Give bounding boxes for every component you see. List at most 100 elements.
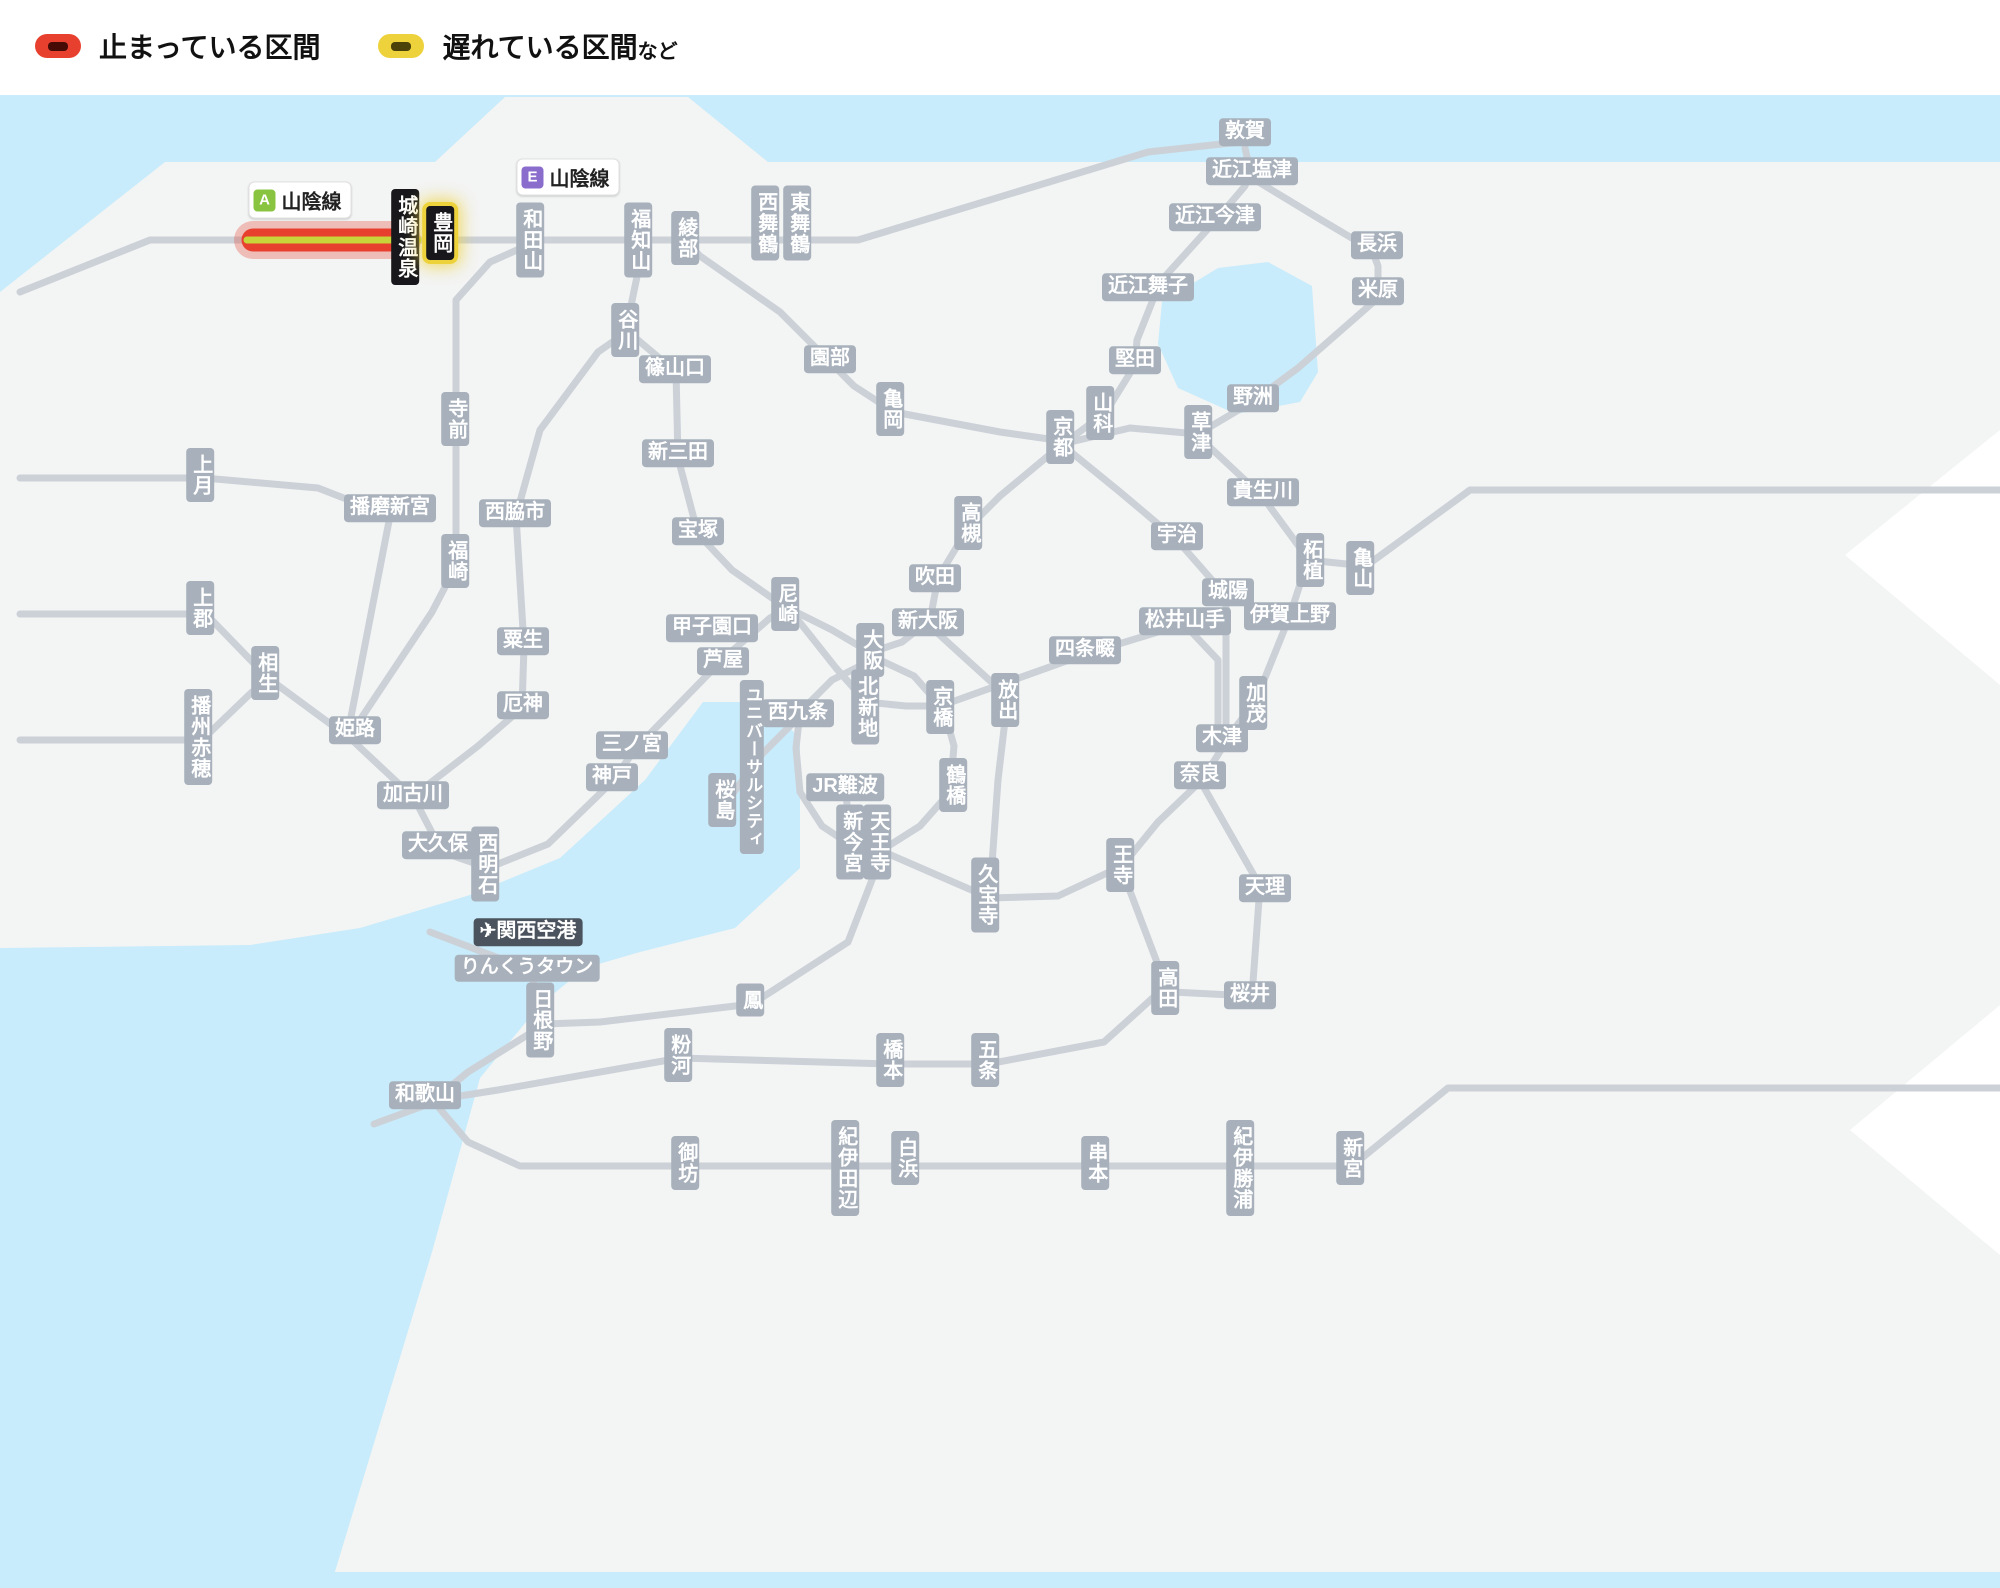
station-label: 放出: [991, 673, 1019, 727]
mainland: [0, 97, 2000, 1588]
station-label: 米原: [1352, 277, 1404, 305]
station-label: 姫路: [329, 716, 381, 744]
station-label: 北新地: [851, 669, 879, 745]
station-label: 粟生: [497, 627, 549, 655]
station-label: 播磨新宮: [344, 494, 436, 522]
coast-west: [0, 162, 165, 292]
rail-sagano: [686, 242, 1060, 444]
legend: 止まっている区間 遅れている区間 など: [35, 26, 678, 66]
station-label: 播州赤穂: [184, 689, 212, 785]
stopped-section-icon: [35, 34, 81, 58]
station-label: 篠山口: [639, 355, 711, 383]
delayed-section-label: 遅れている区間: [442, 32, 638, 63]
station-label: 三ノ宮: [596, 731, 668, 759]
station-label: 城陽: [1202, 578, 1254, 606]
station-label: 高槻: [954, 496, 982, 550]
station-label: 久宝寺: [971, 857, 999, 933]
station-label: 松井山手: [1139, 607, 1231, 635]
station-label: ユニバーサルシティ: [739, 680, 765, 854]
station-label: 和田山: [516, 202, 544, 278]
station-label: 白浜: [891, 1131, 919, 1185]
osaka-bay: [0, 702, 800, 1588]
station-label: 高田: [1151, 961, 1179, 1015]
station-label: 四条畷: [1049, 636, 1121, 664]
station-label: 貴生川: [1227, 478, 1299, 506]
station-label: JR難波: [806, 773, 884, 801]
station-label: 城崎温泉: [391, 189, 419, 285]
station-label: 粉河: [664, 1028, 692, 1082]
station-label: 相生: [251, 646, 279, 700]
station-label: 鳳: [736, 983, 764, 1017]
station-label: 日根野: [526, 982, 554, 1058]
station-label: 天理: [1239, 874, 1291, 902]
station-label: 草津: [1184, 405, 1212, 459]
sea-north: [0, 95, 2000, 162]
station-label: 長浜: [1351, 231, 1403, 259]
station-label: 東舞鶴: [783, 185, 811, 261]
station-label: 新大阪: [892, 608, 964, 636]
station-label: 綾部: [671, 211, 699, 265]
station-label: 王寺: [1106, 838, 1134, 892]
station-label: 神戸: [586, 763, 638, 791]
station-label: 上郡: [186, 581, 214, 635]
station-label: 敦賀: [1219, 118, 1271, 146]
rail-sakurai-line: [1168, 780, 1264, 1000]
station-label: 橋本: [876, 1033, 904, 1087]
station-label: 西脇市: [479, 499, 551, 527]
water-areas: [0, 95, 2000, 1588]
station-label: 紀伊勝浦: [1226, 1120, 1254, 1216]
station-label: 吹田: [909, 564, 961, 592]
station-label: 亀岡: [876, 382, 904, 436]
station-label: 厄神: [497, 691, 549, 719]
delayed-section-icon-slot: [391, 41, 412, 51]
station-label: 西舞鶴: [751, 185, 779, 261]
station-label: 近江塩津: [1206, 157, 1298, 185]
station-label: 山科: [1086, 386, 1114, 440]
station-label: 豊岡: [426, 206, 454, 260]
delayed-section-icon: [378, 34, 425, 58]
station-label: 京都: [1046, 410, 1074, 464]
station-label: 新今宮: [836, 804, 864, 880]
rail-kisei: [430, 1084, 2000, 1170]
lake-biwa: [1158, 262, 1318, 414]
station-label: 鶴橋: [939, 758, 967, 812]
station-label: 京橋: [926, 680, 954, 734]
station-label: 桜島: [708, 773, 736, 827]
station-label: 尼崎: [771, 577, 799, 631]
line-symbol-e: E: [521, 166, 544, 188]
station-label: 堅田: [1109, 346, 1161, 374]
station-label: 御坊: [671, 1136, 699, 1190]
station-label: 加古川: [377, 781, 449, 809]
station-label: りんくうタウン: [454, 954, 600, 982]
station-label: 新三田: [642, 439, 714, 467]
line-badge-sanin-a: A 山陰線: [248, 181, 352, 219]
station-label: 串本: [1081, 1136, 1109, 1190]
station-label: 福崎: [441, 534, 469, 588]
station-label: 園部: [804, 345, 856, 373]
sea-south: [0, 1572, 2000, 1588]
station-label: 近江今津: [1169, 203, 1261, 231]
station-label: ✈関西空港: [473, 918, 583, 946]
stopped-section-icon-slot: [48, 41, 68, 51]
region-edge-east: [1845, 430, 2000, 685]
station-label: 木津: [1196, 724, 1248, 752]
station-label: 伊賀上野: [1244, 602, 1336, 630]
rail-biwako: [1062, 294, 1382, 447]
station-label: 近江舞子: [1102, 273, 1194, 301]
station-label: 五条: [971, 1033, 999, 1087]
region-edge-southeast: [1850, 1005, 2000, 1255]
station-label: 奈良: [1174, 761, 1226, 789]
station-label: 大久保: [402, 831, 474, 859]
station-label: 亀山: [1346, 541, 1374, 595]
rail-sanyo-west: [16, 610, 348, 738]
line-badge-sanin-e: E 山陰線: [516, 158, 620, 196]
line-badge-e-label: 山陰線: [549, 168, 610, 191]
line-badge-a-label: 山陰線: [281, 191, 342, 214]
station-label: 宝塚: [672, 517, 724, 545]
station-label: 上月: [186, 448, 214, 502]
station-label: 宇治: [1151, 522, 1203, 550]
rail-hanwa: [430, 850, 886, 1104]
